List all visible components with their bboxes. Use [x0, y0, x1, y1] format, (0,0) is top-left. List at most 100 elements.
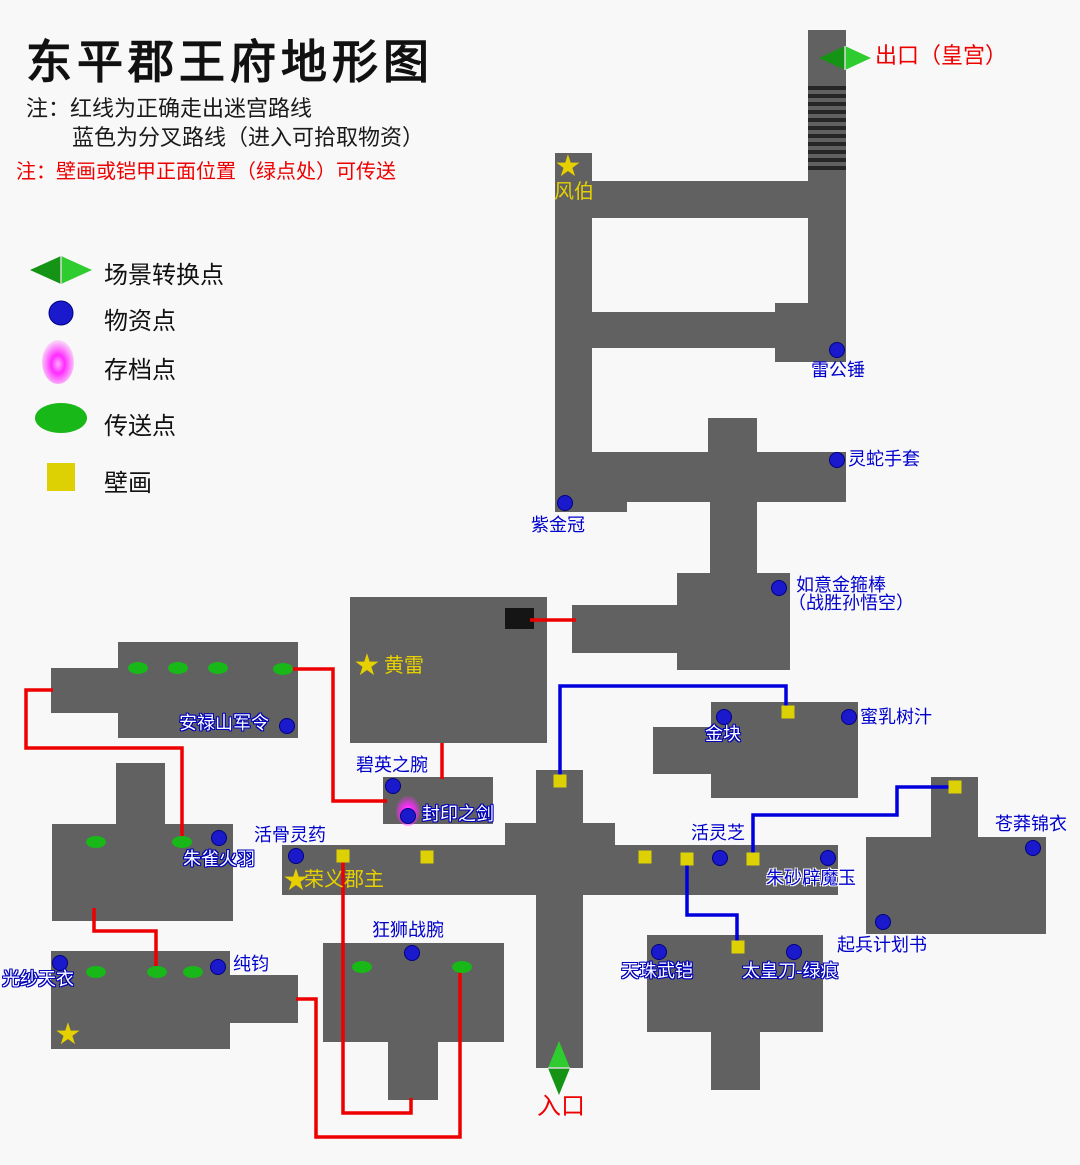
stairs-step: [808, 150, 846, 154]
map-label: 黄雷: [384, 653, 424, 677]
room-anlushan-room: [118, 642, 298, 738]
stairs-step: [808, 166, 846, 170]
supply-dot: [1025, 840, 1041, 856]
room-right-bar: [808, 185, 846, 303]
room-cross-mid: [505, 823, 615, 847]
map-label: 天珠武铠: [621, 961, 693, 982]
legend-label-teleport: 传送点: [104, 412, 176, 440]
map-label: 入口: [537, 1092, 585, 1120]
red-route-line: [283, 667, 387, 803]
stairs-step: [808, 142, 846, 146]
room-cangmang-room: [866, 837, 1046, 934]
room-fengbo-column: [555, 153, 592, 453]
teleport-marker: [352, 961, 372, 973]
supply-dot: [820, 850, 836, 866]
teleport-marker: [128, 662, 148, 674]
map-label: 封印之剑: [422, 804, 494, 825]
map-label: 碧英之腕: [356, 755, 428, 776]
room-long-corridor: [282, 845, 838, 895]
map-label: 蜜乳树汁: [860, 707, 932, 728]
legend-mural-icon: [47, 463, 75, 491]
map-label: 太皇刀-绿痕: [742, 961, 839, 982]
legend-save-icon: [42, 340, 74, 384]
mural-marker: [746, 852, 760, 866]
blue-branch-line: [558, 684, 788, 776]
map-label: （战胜孙悟空）: [788, 593, 914, 614]
map-label: 朱雀火羽: [183, 849, 255, 870]
note-line-1: 注：红线为正确走出迷宫路线: [26, 97, 313, 122]
room-top-corridor: [592, 181, 808, 218]
dark-alcove: [505, 608, 534, 629]
map-label: 荣义郡主: [304, 867, 384, 891]
legend-supply-icon: [48, 300, 74, 326]
red-route-line: [341, 850, 413, 1115]
star-icon: ★: [354, 648, 381, 683]
supply-dot: [651, 944, 667, 960]
room-zhuque-arm: [116, 763, 165, 825]
stairs-step: [808, 158, 846, 162]
map-label: 活骨灵药: [254, 825, 326, 846]
supply-dot: [829, 342, 845, 358]
room-chunjun-arm: [230, 975, 298, 1023]
mural-marker: [731, 940, 745, 954]
supply-dot: [288, 848, 304, 864]
supply-dot: [829, 452, 845, 468]
legend-label-mural: 壁画: [104, 469, 152, 497]
teleport-marker: [86, 966, 106, 978]
map-label: 光纱天衣: [2, 969, 74, 990]
mural-marker: [680, 852, 694, 866]
star-icon: ★: [55, 1017, 82, 1052]
supply-dot: [716, 709, 732, 725]
teleport-marker: [168, 662, 188, 674]
blue-branch-line: [751, 785, 951, 855]
supply-dot: [279, 718, 295, 734]
mural-marker: [781, 705, 795, 719]
supply-dot: [400, 808, 416, 824]
supply-dot: [786, 944, 802, 960]
map-label: 纯钧: [233, 954, 269, 975]
supply-dot: [210, 959, 226, 975]
room-center-bar: [710, 502, 757, 573]
teleport-marker: [273, 663, 293, 675]
map-label: 风伯: [554, 179, 594, 203]
supply-dot: [841, 709, 857, 725]
exit-gate-icon: [819, 46, 845, 70]
blue-branch-line: [685, 860, 739, 944]
room-chunjun-room: [51, 951, 230, 1049]
map-label: 活灵芝: [691, 823, 745, 844]
room-loop-bottom-bar: [592, 312, 775, 348]
teleport-marker: [147, 966, 167, 978]
map-label: 安禄山军令: [179, 713, 269, 734]
supply-dot: [404, 945, 420, 961]
stairs-step: [808, 110, 846, 114]
map-label: 如意金箍棒: [796, 575, 886, 596]
room-small-room: [572, 605, 677, 653]
stairs-step: [808, 86, 846, 90]
entrance-gate-icon: [548, 1041, 570, 1068]
room-tianzhu-arm: [711, 1032, 760, 1090]
map-label: 灵蛇手套: [848, 449, 920, 470]
red-route-line: [296, 970, 462, 1139]
star-icon: ★: [555, 149, 582, 184]
red-route-line: [92, 908, 158, 966]
room-cross-shaft: [536, 895, 583, 1068]
mural-marker: [948, 780, 962, 794]
room-kuangshi-arm: [388, 1042, 438, 1100]
supply-dot: [875, 914, 891, 930]
legend-label-scene-gate: 场景转换点: [104, 261, 224, 289]
supply-dot: [557, 495, 573, 511]
map-label: 朱砂辟魔玉: [766, 868, 856, 889]
room-jinkuai-arm: [653, 727, 711, 774]
stairs-step: [808, 102, 846, 106]
exit-gate-icon: [845, 46, 871, 70]
stairs-step: [808, 126, 846, 130]
star-icon: ★: [283, 863, 310, 898]
teleport-marker: [452, 961, 472, 973]
stairs-step: [808, 134, 846, 138]
supply-dot: [771, 580, 787, 596]
map-label: 紫金冠: [531, 515, 585, 536]
teleport-marker: [208, 662, 228, 674]
red-route-line: [24, 688, 184, 838]
stairs-step: [808, 94, 846, 98]
